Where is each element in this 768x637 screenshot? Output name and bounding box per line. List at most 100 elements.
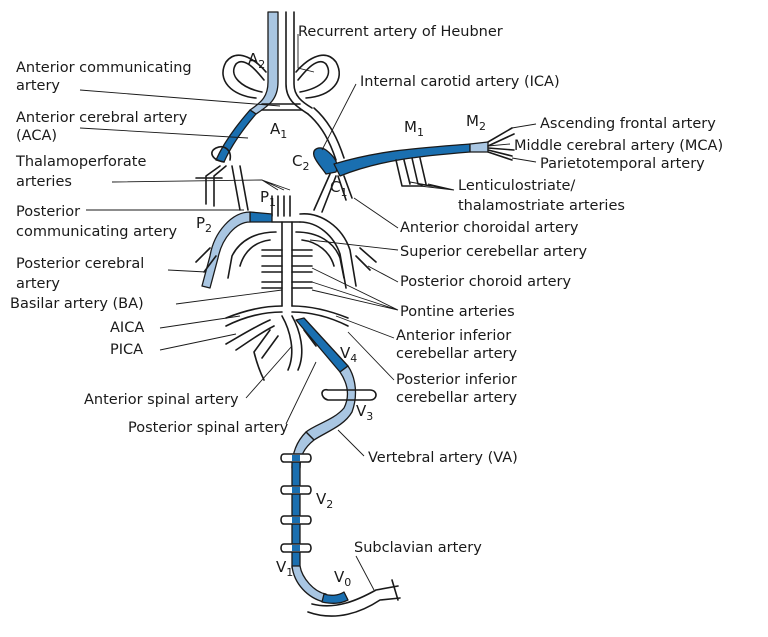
leader-lenticulostriate bbox=[409, 181, 455, 191]
left-heubner-loop bbox=[233, 60, 265, 93]
left-posterior-choroid bbox=[195, 247, 217, 273]
label-sca: Superior cerebellar artery bbox=[400, 244, 587, 260]
label-pica-full-line2: cerebellar artery bbox=[396, 390, 518, 406]
label-aica-full-line2: cerebellar artery bbox=[396, 346, 518, 362]
leader-mca bbox=[487, 143, 511, 147]
anterior-spinal-vessel bbox=[253, 329, 279, 381]
leader-pontine bbox=[311, 267, 399, 311]
pontine-arteries-right bbox=[291, 249, 313, 289]
segment-v1: V1 bbox=[276, 558, 293, 579]
segment-a1: A1 bbox=[270, 120, 287, 141]
leader-basilar bbox=[175, 289, 283, 305]
vertebral-v0-vessel bbox=[321, 591, 349, 604]
right-heubner-loop-inner bbox=[295, 54, 341, 99]
leader-ascending-frontal bbox=[511, 123, 537, 129]
leader-ant-spinal bbox=[245, 345, 293, 399]
leader-vertebral bbox=[337, 429, 365, 457]
lenticulostriate-vessels bbox=[395, 157, 433, 187]
segment-codes: A2 A1 M1 M2 C2 C1 P1 P2 V4 V3 V2 V1 V0 bbox=[196, 50, 486, 589]
label-aca-line2: (ACA) bbox=[16, 128, 57, 144]
left-aica-vessel bbox=[225, 305, 283, 327]
leader-aca bbox=[79, 127, 249, 139]
label-ica: Internal carotid artery (ICA) bbox=[360, 74, 560, 90]
label-pontine: Pontine arteries bbox=[400, 304, 515, 320]
right-p-vessel bbox=[299, 213, 357, 289]
label-pca-line1: Posterior cerebral bbox=[16, 256, 144, 272]
segment-a2: A2 bbox=[248, 50, 265, 71]
leader-aica bbox=[159, 315, 241, 329]
subclavian-vessel bbox=[307, 585, 401, 617]
vertebral-v1-vessel bbox=[291, 565, 327, 603]
left-thalamoperforate-branch bbox=[205, 165, 227, 207]
leader-sca bbox=[309, 239, 399, 251]
leader-pica-full bbox=[347, 331, 395, 381]
label-acom-line1: Anterior communicating bbox=[16, 60, 192, 76]
leader-thalamoperforate bbox=[111, 179, 291, 191]
leader-acom bbox=[79, 89, 281, 107]
label-parietotemporal: Parietotemporal artery bbox=[540, 156, 705, 172]
right-pcom-vessel bbox=[313, 173, 337, 213]
leader-subclavian bbox=[355, 555, 375, 591]
right-ica-c2 bbox=[313, 147, 338, 175]
label-aica-full-line1: Anterior inferior bbox=[396, 328, 511, 344]
leader-heubner bbox=[297, 34, 315, 73]
right-a2-vessel-inner bbox=[293, 11, 313, 109]
label-basilar: Basilar artery (BA) bbox=[10, 296, 144, 312]
label-pcom-line1: Posterior bbox=[16, 204, 80, 220]
vessel-drawing bbox=[195, 11, 515, 617]
pontine-arteries-left bbox=[261, 249, 283, 289]
leader-parietotemporal bbox=[511, 157, 537, 163]
labels: Recurrent artery of Heubner Anterior com… bbox=[10, 24, 723, 556]
label-pica: PICA bbox=[110, 342, 143, 358]
label-thalamo-line2: arteries bbox=[16, 174, 72, 190]
right-mca-m2 bbox=[469, 141, 489, 153]
right-mca-branches bbox=[487, 127, 515, 161]
segment-m1: M1 bbox=[404, 118, 424, 139]
segment-v3: V3 bbox=[356, 402, 373, 423]
v2-vessel-overlay-3 bbox=[292, 517, 300, 523]
left-pcom-vessel bbox=[231, 165, 249, 211]
right-a2-vessel bbox=[285, 11, 309, 115]
leader-ant-choroidal bbox=[353, 197, 399, 229]
label-post-spinal: Posterior spinal artery bbox=[128, 420, 289, 436]
v2-vessel-overlay-2 bbox=[292, 487, 300, 493]
segment-m2: M2 bbox=[466, 112, 486, 133]
label-heubner: Recurrent artery of Heubner bbox=[298, 24, 503, 40]
segment-p1: P1 bbox=[260, 188, 276, 209]
label-mca: Middle cerebral artery (MCA) bbox=[514, 138, 723, 154]
right-a1-vessel bbox=[307, 107, 345, 161]
segment-v4: V4 bbox=[340, 344, 357, 365]
v3-crossing-bar bbox=[321, 388, 377, 401]
left-pica-vessel bbox=[225, 319, 275, 351]
left-p2-vessel bbox=[201, 211, 251, 289]
left-ica-stub bbox=[211, 145, 232, 163]
label-pca-line2: artery bbox=[16, 276, 60, 292]
subclavian-end bbox=[391, 579, 399, 601]
thalamoperforate-bundle bbox=[271, 195, 291, 217]
label-ant-spinal: Anterior spinal artery bbox=[84, 392, 239, 408]
label-acom-line2: artery bbox=[16, 78, 60, 94]
left-a1-vessel bbox=[215, 109, 257, 163]
label-pcom-line2: communicating artery bbox=[16, 224, 177, 240]
segment-c2: C2 bbox=[292, 152, 309, 173]
acom-vessel bbox=[261, 103, 303, 111]
label-subclavian: Subclavian artery bbox=[354, 540, 482, 556]
right-superior-cerebellar bbox=[295, 231, 345, 279]
leader-lines bbox=[79, 34, 537, 591]
segment-v2: V2 bbox=[316, 490, 333, 511]
right-aica-vessel bbox=[291, 305, 349, 327]
segment-c1: C1 bbox=[330, 178, 347, 199]
v2-vessel-overlay-1 bbox=[292, 455, 300, 461]
right-ant-choroidal bbox=[337, 175, 353, 201]
leader-pca bbox=[167, 269, 207, 273]
left-heubner-loop-inner bbox=[222, 54, 267, 99]
label-ascending-frontal: Ascending frontal artery bbox=[540, 116, 716, 132]
basilar-artery bbox=[281, 221, 293, 307]
leader-post-choroid bbox=[367, 265, 399, 283]
vertebral-junction bbox=[281, 315, 303, 371]
label-lenticulo-line1: Lenticulostriate/ bbox=[458, 178, 575, 194]
leader-pica bbox=[159, 333, 237, 351]
label-lenticulo-line2: thalamostriate arteries bbox=[458, 198, 625, 214]
